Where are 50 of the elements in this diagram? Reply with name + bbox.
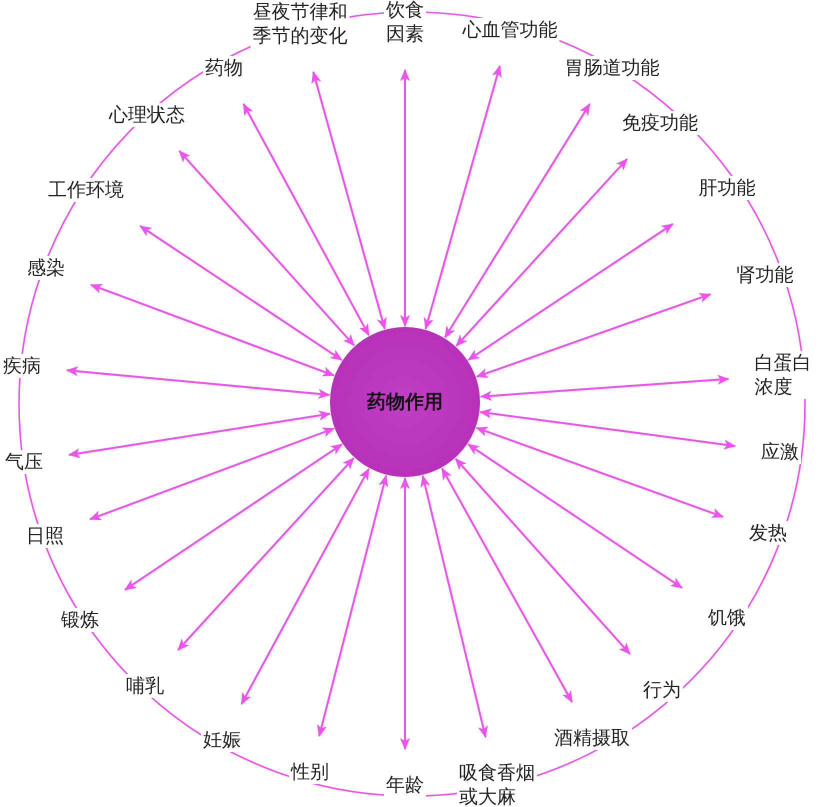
factor-label: 应激 bbox=[759, 440, 801, 464]
factor-label: 肝功能 bbox=[696, 176, 758, 200]
double-arrow bbox=[476, 293, 712, 378]
factor-label: 行为 bbox=[641, 678, 683, 702]
double-arrow bbox=[479, 408, 736, 450]
factor-label: 心血管功能 bbox=[460, 18, 560, 42]
factor-label: 肾功能 bbox=[734, 263, 796, 287]
double-arrow bbox=[400, 477, 410, 750]
double-arrow bbox=[240, 468, 370, 705]
double-arrow bbox=[311, 71, 387, 330]
double-arrow bbox=[480, 374, 730, 401]
double-arrow bbox=[124, 443, 343, 591]
double-arrow bbox=[444, 103, 591, 338]
double-arrow bbox=[90, 284, 335, 376]
double-arrow bbox=[139, 225, 343, 361]
double-arrow bbox=[467, 223, 674, 361]
double-arrow bbox=[454, 458, 631, 655]
factor-label: 感染 bbox=[25, 256, 67, 280]
factor-label: 发热 bbox=[747, 521, 789, 545]
double-arrow bbox=[420, 474, 488, 738]
double-arrow bbox=[467, 443, 683, 589]
double-arrow bbox=[178, 150, 355, 346]
double-arrow bbox=[68, 410, 331, 458]
factor-label: 锻炼 bbox=[59, 608, 101, 632]
factor-label: 工作环境 bbox=[46, 178, 126, 202]
factor-label: 年龄 bbox=[384, 773, 426, 797]
factor-label: 昼夜节律和季节的变化 bbox=[250, 0, 350, 48]
factor-label: 吸食香烟或大麻 bbox=[457, 761, 537, 807]
factor-label: 免疫功能 bbox=[620, 111, 700, 135]
double-arrow bbox=[317, 474, 388, 737]
factor-label: 妊娠 bbox=[201, 728, 243, 752]
factor-label: 酒精摄取 bbox=[552, 726, 632, 750]
factor-label: 疾病 bbox=[1, 354, 43, 378]
factor-label: 气压 bbox=[3, 450, 45, 474]
double-arrow bbox=[242, 103, 370, 336]
double-arrow bbox=[89, 428, 335, 520]
factor-label: 心理状态 bbox=[107, 103, 187, 127]
center-label: 药物作用 bbox=[367, 390, 443, 415]
double-arrow bbox=[424, 65, 502, 330]
double-arrow bbox=[177, 457, 354, 651]
factor-label: 饥饿 bbox=[706, 606, 748, 630]
double-arrow bbox=[66, 366, 330, 399]
double-arrow bbox=[476, 426, 724, 518]
double-arrow bbox=[456, 158, 628, 347]
factor-label: 哺乳 bbox=[124, 674, 166, 698]
double-arrow bbox=[400, 69, 410, 327]
factor-label: 性别 bbox=[289, 760, 331, 784]
factor-label: 饮食因素 bbox=[384, 0, 426, 46]
double-arrow bbox=[441, 468, 573, 703]
center-circle bbox=[330, 327, 480, 477]
